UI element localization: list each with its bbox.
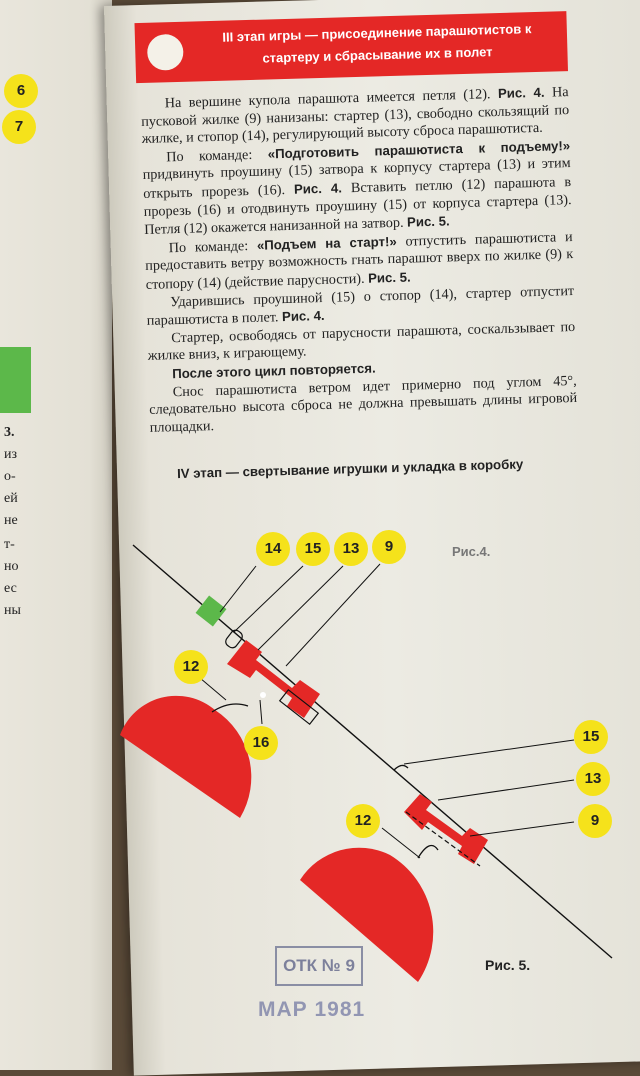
date-stamp: МАР 1981: [258, 998, 366, 1021]
latch-rod: [405, 811, 481, 867]
latch-frame: [278, 688, 320, 726]
left-fragment: ны: [4, 603, 21, 618]
figure-4: [120, 544, 613, 959]
left-fragment: ес: [4, 581, 17, 596]
left-fragment: 3.: [4, 425, 15, 440]
badge-15-fig5: 15: [574, 720, 608, 754]
eyelet-15-fig5: [393, 764, 409, 771]
left-fragment: из: [4, 447, 18, 462]
starter-13-fig4: [227, 640, 320, 718]
figure-4-caption: Рис.4.: [452, 544, 491, 559]
eyelet-15: [225, 629, 243, 649]
badge-15: 15: [296, 532, 330, 566]
left-fragment: ей: [4, 491, 18, 506]
left-fragment: не: [4, 513, 18, 528]
left-page: 6 7 3. из о- ей не т- но ес ны: [0, 0, 112, 1070]
figure-5: [300, 739, 575, 982]
otk-stamp: ОТК № 9: [275, 946, 363, 986]
badge-13-fig5: 13: [576, 762, 610, 796]
badge-12: 12: [174, 650, 208, 684]
left-fragment: о-: [4, 469, 16, 484]
badge-12-fig5: 12: [346, 804, 380, 838]
starter-13-fig5: [404, 794, 488, 864]
parachute-dome-fig5: [300, 847, 434, 982]
left-fragment: но: [4, 559, 19, 574]
parachute-loop-12: [211, 703, 249, 713]
parachute-loop-12-fig5: [417, 844, 439, 859]
slot-16: [260, 692, 266, 698]
left-fragment: т-: [4, 537, 15, 552]
stopper-14: [195, 595, 227, 627]
figure-5-caption: Рис. 5.: [485, 957, 531, 973]
parachute-dome-fig4: [120, 695, 252, 818]
badge-13: 13: [334, 532, 368, 566]
left-badge-7: 7: [2, 110, 36, 144]
badge-14: 14: [256, 532, 290, 566]
left-badge-6: 6: [4, 74, 38, 108]
badge-9: 9: [372, 530, 406, 564]
badge-16: 16: [244, 726, 278, 760]
badge-9-fig5: 9: [578, 804, 612, 838]
left-green-block: [0, 347, 31, 413]
